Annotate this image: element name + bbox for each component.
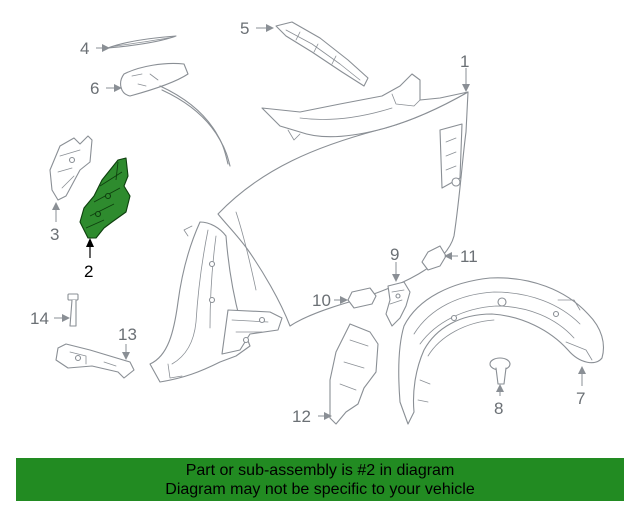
part-6-cap-with-cable [120,62,231,167]
banner-line-disclaimer: Diagram may not be specific to your vehi… [165,481,475,498]
callout-4: 4 [80,39,89,58]
callout-7: 7 [576,389,585,408]
callout-leaders [52,24,586,420]
callout-9: 9 [390,245,399,264]
part-2-bracket-highlighted [79,157,131,239]
part-9-bracket [385,281,411,327]
exploded-view-drawing: 1 2 3 4 5 6 7 8 9 10 11 12 13 14 [30,19,605,426]
part-12-splash-shield [329,323,379,425]
part-1-quarter-panel [217,73,469,327]
callout-3: 3 [50,225,59,244]
part-7-fender-liner [398,277,605,425]
callout-14: 14 [30,309,49,328]
callout-10: 10 [312,291,331,310]
part-4-strip [107,35,177,49]
callout-8: 8 [494,399,503,418]
banner-line-part-number: Part or sub-assembly is #2 in diagram [185,462,455,479]
info-banner: Part or sub-assembly is #2 in diagram Di… [16,458,624,501]
part-14-push-clip [67,293,79,327]
callout-5: 5 [240,19,249,38]
callout-1: 1 [460,52,469,71]
part-8-push-pin [489,357,511,385]
callout-12: 12 [292,407,311,426]
callout-13: 13 [118,325,137,344]
part-3-bracket [49,135,93,201]
wheel-arch-inner-panel [149,221,283,383]
part-13-bracket [55,343,135,379]
part-5-seal [275,21,369,87]
part-11-clip [421,245,447,271]
callout-11: 11 [460,247,478,266]
callout-2: 2 [84,262,93,281]
callout-6: 6 [90,79,99,98]
